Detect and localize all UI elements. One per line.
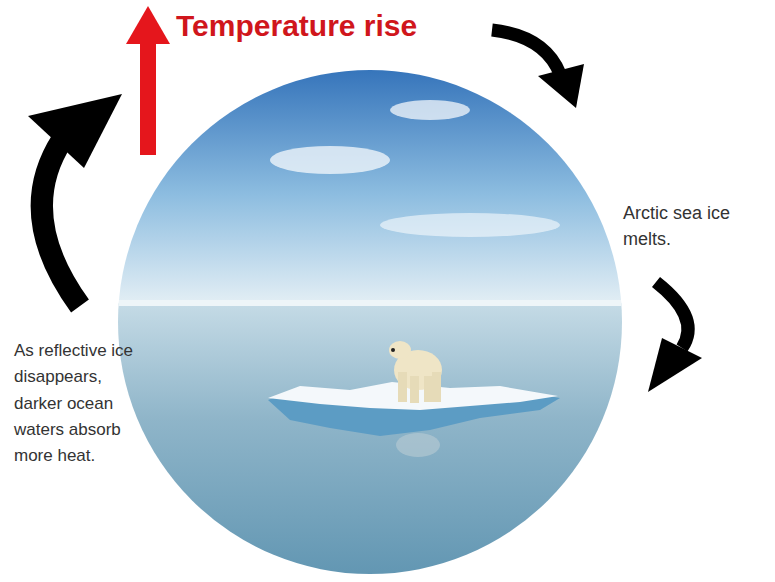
cycle-arrow [492,30,584,108]
step-label: Arctic sea ice melts. [623,200,771,252]
heading-label-box: Temperature rise [176,8,496,44]
cycle-arrow [648,282,702,392]
red-arrow [126,6,170,155]
horizon [100,300,660,306]
sea [100,303,660,582]
polar-bear [389,341,442,457]
step-label-box: As reflective ice disappears, darker oce… [14,338,146,470]
cloud [270,146,390,174]
step-label-box: Arctic sea ice melts. [623,200,771,252]
cloud [390,100,470,120]
photo-circle [100,60,660,582]
step-label: As reflective ice disappears, darker oce… [14,338,146,470]
sky [100,60,660,305]
heading-label: Temperature rise [176,8,496,44]
cycle-arrow [28,94,122,306]
cloud [380,213,560,237]
